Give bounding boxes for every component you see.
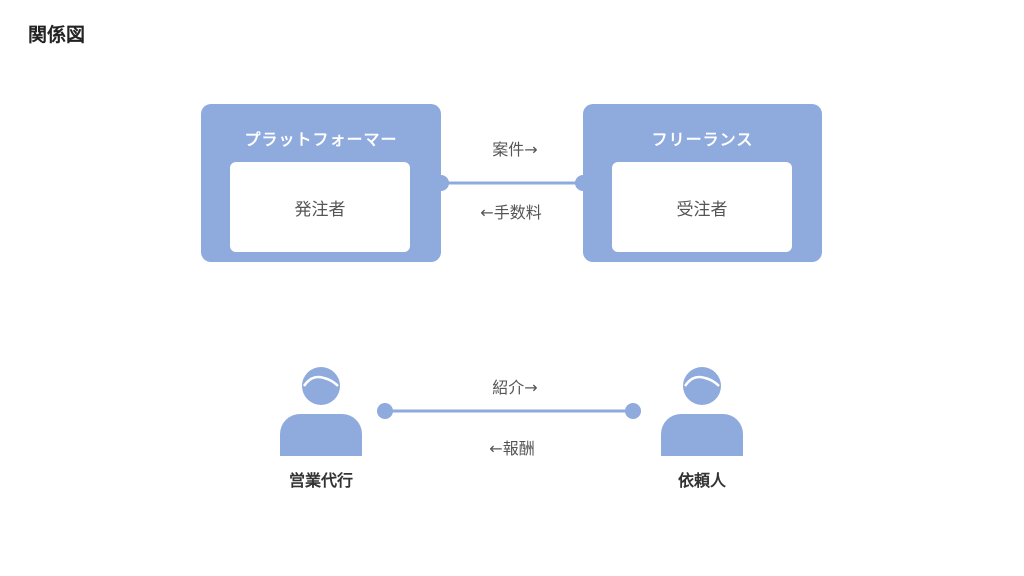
person-icon — [661, 364, 743, 456]
person-icon — [280, 364, 362, 456]
top-upper-label: 案件→ — [492, 140, 538, 159]
contractor-box: 受注者 — [612, 162, 792, 252]
bottom-upper-label: 紹介→ — [492, 378, 538, 397]
platformer-box: プラットフォーマー 発注者 — [201, 104, 441, 262]
orderer-label: 発注者 — [294, 199, 346, 220]
page-title: 関係図 — [28, 24, 86, 46]
platformer-box-title: プラットフォーマー — [244, 130, 398, 149]
bottom-connector-dot-right — [625, 403, 641, 419]
bottom-connector-dot-left — [377, 403, 393, 419]
client-name: 依頼人 — [677, 471, 726, 490]
freelance-box: フリーランス 受注者 — [583, 104, 822, 262]
bottom-lower-label: ←報酬 — [489, 439, 535, 458]
contractor-label: 受注者 — [676, 199, 728, 220]
orderer-box: 発注者 — [230, 162, 410, 252]
top-lower-label: ←手数料 — [480, 203, 542, 222]
freelance-box-title: フリーランス — [651, 130, 754, 149]
sales-agent-name: 営業代行 — [288, 471, 353, 490]
